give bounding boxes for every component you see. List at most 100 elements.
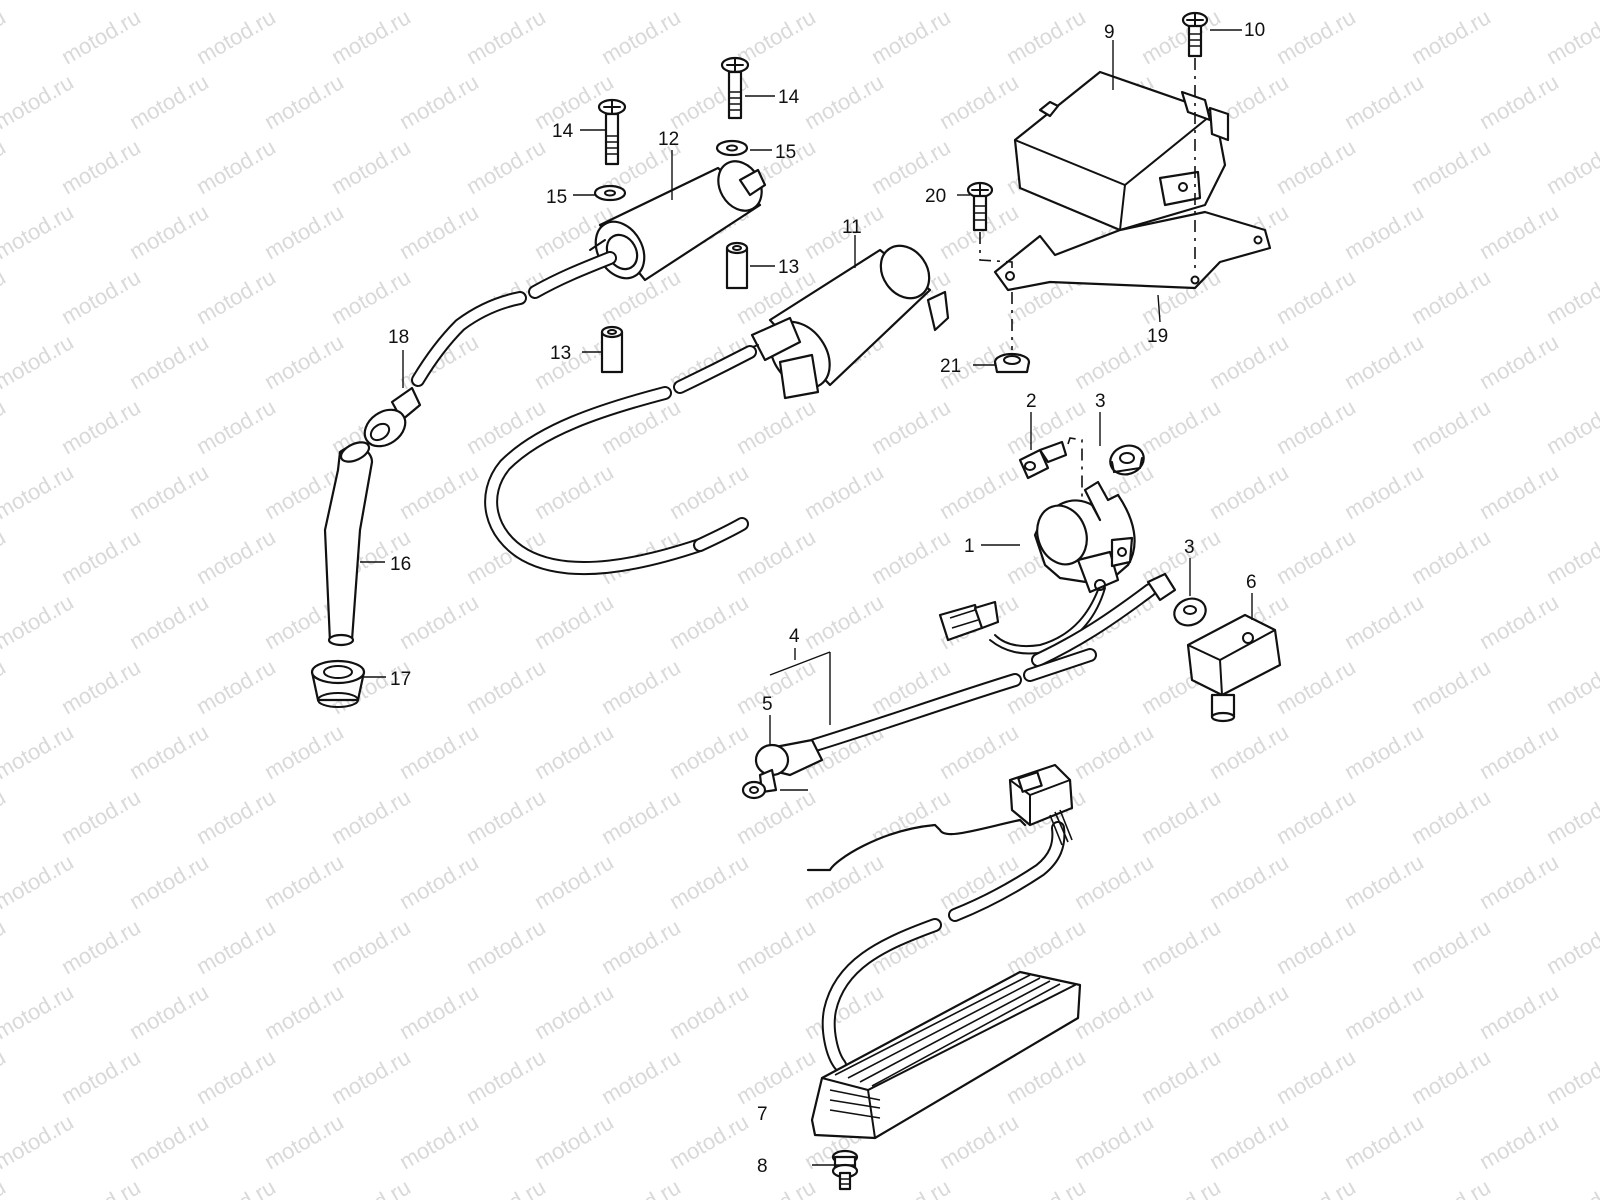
watermark-text: motod.ru (530, 459, 618, 524)
watermark-text: motod.ru (1542, 784, 1600, 849)
bracket-plate-19 (993, 210, 1272, 292)
watermark-text: motod.ru (125, 979, 213, 1044)
watermark-text: motod.ru (1137, 914, 1225, 979)
watermark-text: motod.ru (327, 264, 415, 329)
label-13-upper: 13 (778, 257, 799, 278)
watermark-text: motod.ru (1475, 329, 1563, 394)
watermark-text: motod.ru (1002, 914, 1090, 979)
watermark-text: motod.ru (1475, 0, 1563, 4)
watermark-text: motod.ru (1407, 784, 1495, 849)
watermark-text: motod.ru (732, 1044, 820, 1109)
label-11: 11 (842, 217, 862, 238)
watermark-text: motod.ru (1407, 394, 1495, 459)
watermark-text: motod.ru (192, 134, 280, 199)
label-12: 12 (658, 129, 679, 150)
watermark-text: motod.ru (935, 719, 1023, 784)
watermark-text: motod.ru (1475, 1109, 1563, 1174)
watermark-text: motod.ru (1340, 589, 1428, 654)
watermark-text: motod.ru (0, 134, 10, 199)
watermark-text: motod.ru (867, 524, 955, 589)
watermark-text: motod.ru (1340, 69, 1428, 134)
label-14-right: 14 (778, 87, 800, 108)
watermark-text: motod.ru (800, 459, 888, 524)
ignition-coil-11 (744, 244, 950, 400)
watermark-text: motod.ru (732, 654, 820, 719)
watermark-text: motod.ru (1475, 719, 1563, 784)
watermark-text: motod.ru (0, 394, 10, 459)
watermark-text: motod.ru (395, 199, 483, 264)
watermark-text: motod.ru (260, 1109, 348, 1174)
watermark-text: motod.ru (192, 4, 280, 69)
watermark-text: motod.ru (1137, 524, 1225, 589)
watermark-text: motod.ru (192, 1044, 280, 1109)
watermark-text: motod.ru (260, 329, 348, 394)
watermark-text: motod.ru (125, 69, 213, 134)
spacer-13-upper (725, 241, 749, 290)
watermark-text: motod.ru (462, 394, 550, 459)
watermark-text: motod.ru (0, 1174, 10, 1200)
watermark-text: motod.ru (395, 979, 483, 1044)
watermark-text: motod.ru (0, 849, 78, 914)
watermark-text: motod.ru (800, 0, 888, 4)
watermark-text: motod.ru (1475, 199, 1563, 264)
watermark-text: motod.ru (935, 69, 1023, 134)
watermark-text: motod.ru (935, 0, 1023, 4)
label-18: 18 (388, 327, 409, 348)
relay-wiring (938, 572, 1177, 667)
watermark-text: motod.ru (1272, 784, 1360, 849)
label-5: 5 (762, 694, 773, 715)
watermark-text: motod.ru (1542, 524, 1600, 589)
watermark-text: motod.ru (1475, 69, 1563, 134)
starter-relay-1 (1033, 480, 1136, 594)
watermark-text: motod.ru (0, 589, 78, 654)
watermark-text: motod.ru (1272, 1174, 1360, 1200)
label-21: 21 (940, 356, 961, 377)
watermark-text: motod.ru (0, 654, 10, 719)
watermark-text: motod.ru (1137, 4, 1225, 69)
watermark-text: motod.ru (1205, 459, 1293, 524)
watermark-text: motod.ru (665, 849, 753, 914)
leader-lines (360, 29, 1253, 1166)
watermark-text: motod.ru (1340, 849, 1428, 914)
ht-lead-12 (411, 251, 617, 387)
watermark-text: motod.ru (462, 1174, 550, 1200)
watermark-text: motod.ru (0, 1044, 10, 1109)
watermark-text: motod.ru (800, 69, 888, 134)
watermark-text: motod.ru (1002, 1174, 1090, 1200)
label-6: 6 (1246, 572, 1257, 593)
watermark-text: motod.ru (0, 979, 78, 1044)
watermark-text: motod.ru (327, 914, 415, 979)
watermark-text: motod.ru (192, 654, 280, 719)
watermark-text: motod.ru (1002, 4, 1090, 69)
watermark-text: motod.ru (1407, 1044, 1495, 1109)
watermark-text: motod.ru (125, 0, 213, 4)
watermark-text: motod.ru (1475, 459, 1563, 524)
watermark-text: motod.ru (935, 1109, 1023, 1174)
label-7-text: 7 (757, 1104, 768, 1125)
watermark-text: motod.ru (57, 134, 145, 199)
label-4: 4 (789, 626, 800, 647)
watermark-text: motod.ru (192, 1174, 280, 1200)
watermark-text: motod.ru (462, 784, 550, 849)
watermark-text: motod.ru (395, 459, 483, 524)
watermark-text: motod.ru (1340, 719, 1428, 784)
watermark-text: motod.ru (260, 979, 348, 1044)
label-13-lower: 13 (550, 343, 571, 364)
watermark-text: motod.ru (192, 394, 280, 459)
watermark-text: motod.ru (1137, 784, 1225, 849)
watermark-text: motod.ru (1407, 134, 1495, 199)
watermark-text: motod.ru (1137, 1044, 1225, 1109)
watermark-text: motod.ru (125, 589, 213, 654)
spacer-13-lower (600, 325, 624, 374)
watermark-text: motod.ru (867, 394, 955, 459)
watermark-text: motod.ru (867, 4, 955, 69)
watermark-text: motod.ru (0, 719, 78, 784)
watermark-text: motod.ru (125, 849, 213, 914)
watermark-text: motod.ru (1407, 654, 1495, 719)
ignition-coil-12 (589, 160, 767, 282)
watermark-text: motod.ru (1542, 1044, 1600, 1109)
watermark-text: motod.ru (597, 654, 685, 719)
watermark-text: motod.ru (1272, 524, 1360, 589)
watermark-text: motod.ru (395, 69, 483, 134)
